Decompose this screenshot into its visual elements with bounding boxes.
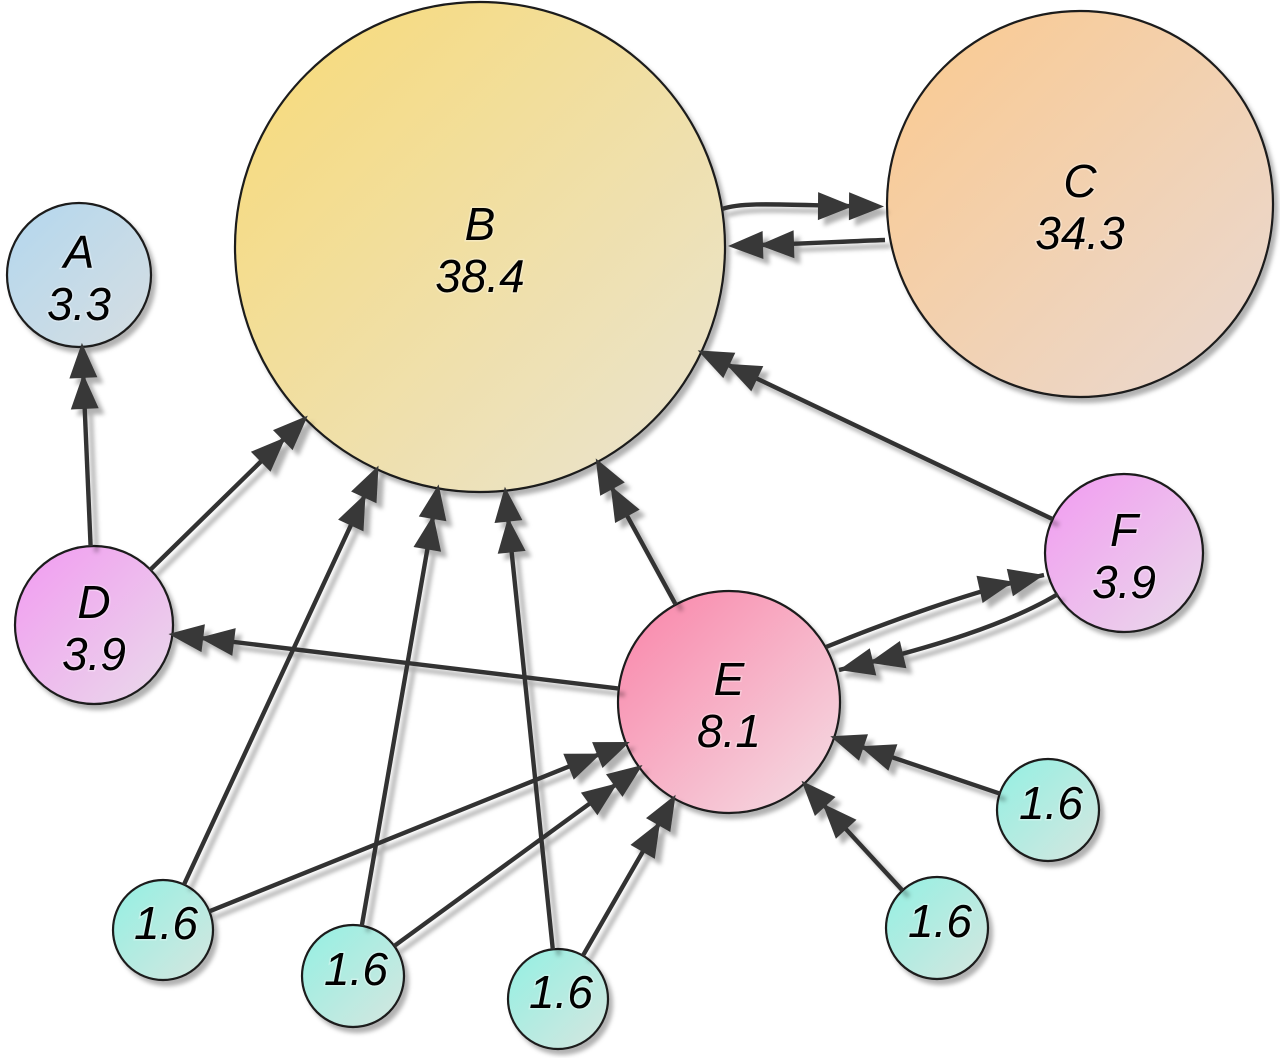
- svg-text:3.9: 3.9: [62, 628, 126, 680]
- svg-text:B: B: [465, 198, 496, 250]
- svg-text:F: F: [1110, 504, 1141, 556]
- svg-text:C: C: [1063, 155, 1097, 207]
- svg-text:3.3: 3.3: [47, 278, 111, 330]
- svg-text:1.6: 1.6: [529, 966, 593, 1018]
- svg-text:38.4: 38.4: [435, 250, 525, 302]
- svg-text:E: E: [714, 653, 746, 705]
- svg-text:34.3: 34.3: [1035, 207, 1125, 259]
- svg-text:3.9: 3.9: [1092, 556, 1156, 608]
- svg-text:D: D: [77, 576, 110, 628]
- svg-text:1.6: 1.6: [1019, 777, 1083, 829]
- svg-text:A: A: [61, 226, 95, 278]
- svg-text:8.1: 8.1: [697, 705, 761, 757]
- svg-text:1.6: 1.6: [324, 943, 388, 995]
- svg-text:1.6: 1.6: [908, 895, 972, 947]
- svg-text:1.6: 1.6: [134, 897, 198, 949]
